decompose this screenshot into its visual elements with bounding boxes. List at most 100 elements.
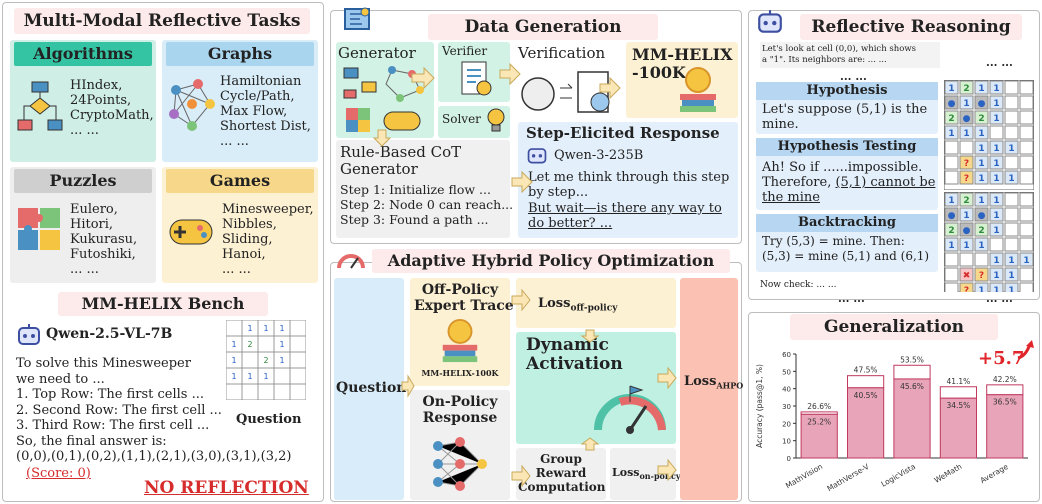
board-cell — [944, 267, 959, 282]
board-cell — [974, 125, 989, 140]
svg-text:1: 1 — [279, 324, 284, 333]
x-tick-label: MathVision — [784, 462, 824, 490]
board-cell — [974, 170, 989, 185]
board-cell — [944, 80, 959, 95]
puzzles-items: Eulero, Hitori, Kukurasu, Futoshiki, ...… — [70, 202, 138, 277]
bench-text: To solve this Minesweeper we need to ...… — [16, 356, 292, 464]
board-cell — [1019, 192, 1034, 207]
board-cell — [974, 192, 989, 207]
offpolicy-label: Off-Policy Expert Trace — [414, 282, 514, 314]
generator-label: Generator — [338, 44, 416, 62]
board-cell-mark: ? — [964, 286, 969, 292]
board-cell — [989, 207, 1004, 222]
data-label-improved: 53.5% — [900, 355, 924, 364]
board-cell-mark: ✖ — [963, 271, 971, 281]
board-cell — [1004, 140, 1019, 155]
bar-improved — [847, 375, 885, 389]
loss-on-sub: on-policy — [639, 471, 681, 482]
data-label-base: 34.5% — [946, 401, 970, 410]
y-tick-label: 10 — [782, 438, 791, 446]
board-cell-mark: 1 — [978, 129, 984, 139]
board-cell — [989, 80, 1004, 95]
board-cell-mark: 1 — [963, 99, 969, 109]
board-cell — [1019, 267, 1034, 282]
board-cell-mark: 2 — [948, 114, 954, 124]
board-cell — [1004, 110, 1019, 125]
board-cell — [959, 110, 974, 125]
question-box — [334, 278, 404, 500]
checklist-icon — [461, 61, 492, 96]
board-cell — [944, 222, 959, 237]
board-cell — [959, 170, 974, 185]
board-cell — [959, 80, 974, 95]
svg-text:1: 1 — [279, 340, 284, 349]
ellipsis-bottom-1: ... ... — [838, 292, 865, 305]
loss-off-sub: off-policy — [570, 303, 618, 314]
svg-text:1: 1 — [263, 372, 268, 381]
board-cell — [944, 155, 959, 170]
board-cell-mark: 1 — [978, 144, 984, 154]
board-cell — [989, 267, 1004, 282]
speedometer-icon — [594, 385, 666, 434]
improvement-arrow-icon — [1017, 340, 1034, 360]
y-tick-label: 30 — [782, 403, 791, 411]
board-cell-mark: 1 — [963, 129, 969, 139]
group-reward-box — [516, 448, 606, 500]
svg-text:1: 1 — [231, 340, 236, 349]
data-generation-panel — [330, 10, 742, 244]
graph-network-icon — [169, 79, 215, 131]
reflective-title: Reflective Reasoning — [800, 14, 1022, 40]
board-cell — [989, 192, 1004, 207]
board-cell-mark: ● — [978, 99, 986, 109]
board-cell-mark: 1 — [1023, 256, 1029, 266]
board-cell — [1004, 267, 1019, 282]
robot-icon — [758, 10, 782, 33]
data-label-improved: 42.2% — [993, 375, 1017, 384]
puzzle-pieces-icon — [18, 208, 60, 250]
board-cell — [989, 155, 1004, 170]
board-cell — [1019, 155, 1034, 170]
board-cell — [959, 192, 974, 207]
loss-off-label: Lossoff-policy — [538, 296, 617, 314]
svg-text:2: 2 — [263, 356, 268, 365]
data-label-base: 25.2% — [807, 417, 831, 426]
svg-text:1: 1 — [247, 324, 252, 333]
testing-text-1: Ah! So if ......impossible. Therefore, — [762, 160, 923, 190]
board-cell — [944, 237, 959, 252]
solver-label: Solver — [442, 112, 481, 126]
board-cell — [959, 252, 974, 267]
bench-title: MM-HELIX Bench — [58, 292, 268, 316]
data-label-improved: 47.5% — [854, 366, 878, 375]
board-cell — [974, 140, 989, 155]
hypothesis-text: Let's suppose (5,1) is the mine. — [762, 102, 928, 132]
board-cell — [974, 252, 989, 267]
neural-net-icon — [433, 437, 487, 491]
board-cell-mark: 2 — [978, 226, 984, 236]
generalization-title: Generalization — [790, 314, 998, 340]
step-response-box — [518, 122, 738, 238]
ahpo-arrows — [401, 288, 677, 488]
board-cell-mark: ? — [979, 271, 984, 281]
data-label-improved: 26.6% — [807, 402, 831, 411]
board-cell — [989, 125, 1004, 140]
y-tick-label: 40 — [782, 386, 791, 394]
board-cell — [974, 110, 989, 125]
board-cell — [944, 140, 959, 155]
board-cell — [959, 125, 974, 140]
verification-icon — [521, 71, 610, 113]
step-response-wait: But wait—is there any way to do better? … — [528, 201, 722, 231]
board-cell-mark: 1 — [1008, 286, 1014, 292]
board-cell — [1004, 80, 1019, 95]
board-cell-mark: 1 — [1008, 271, 1014, 281]
board-cell-mark: 1 — [1008, 256, 1014, 266]
robot-icon — [18, 324, 40, 345]
algorithms-title: Algorithms — [14, 42, 152, 66]
board-cell — [989, 222, 1004, 237]
lightbulb-icon — [487, 108, 505, 132]
board-cell-mark: ● — [948, 211, 956, 221]
board-cell-mark: 1 — [963, 211, 969, 221]
board-cell — [1019, 170, 1034, 185]
x-tick-label: MathVerse-V — [825, 462, 871, 494]
data-gen-arrows — [372, 62, 621, 194]
